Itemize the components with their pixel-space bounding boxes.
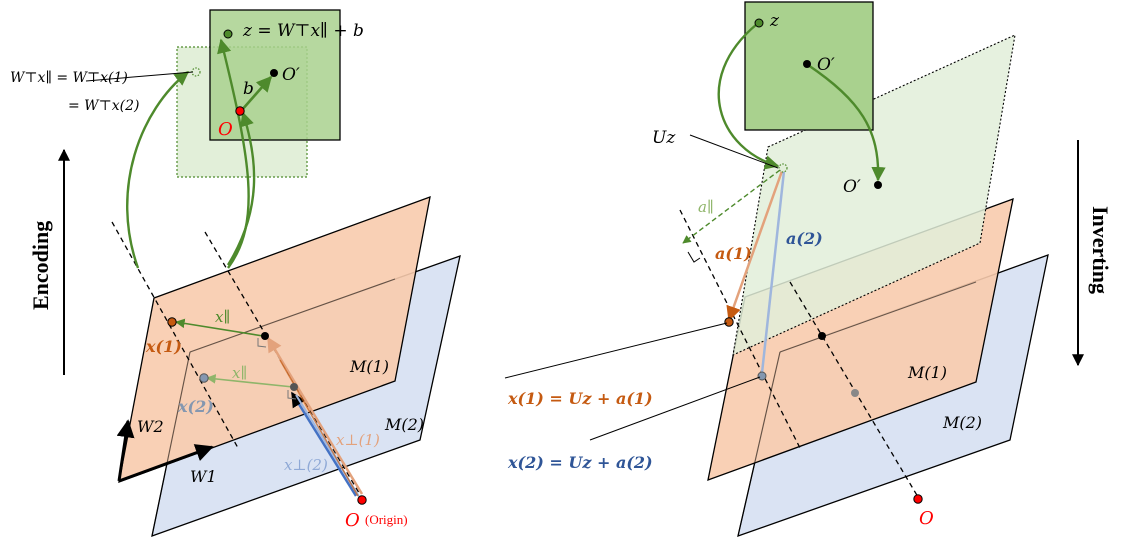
inv-z-label: z — [769, 11, 780, 31]
x-perp-1-vector — [266, 336, 364, 495]
inv-origin-prime-data — [874, 181, 882, 189]
inverting-panel: z O′ O′ Uz a∥ a(1) a(2) x(1) = Uz + a(1)… — [504, 1, 1113, 538]
inv-x1-point — [724, 317, 734, 327]
inv-manifold-1-label: M(1) — [907, 363, 947, 382]
inv-a2-label: a(2) — [786, 229, 823, 248]
origin-prime-point — [270, 69, 278, 77]
x1-label: x(1) — [145, 337, 182, 356]
latent-projection-point — [191, 67, 201, 77]
origin-note: (Origin) — [365, 512, 408, 527]
encode-curve-origin — [226, 111, 256, 266]
latent-origin-point — [235, 106, 245, 116]
inv-origin-point — [913, 494, 923, 504]
x-par-1-label: x∥ — [215, 308, 230, 326]
projection-equation-line2: = W⊤x(2) — [68, 98, 139, 114]
inv-proj-point-2 — [851, 389, 859, 397]
latent-equation: z = W⊤x∥ + b — [242, 21, 364, 41]
inv-origin-prime-data-label: O′ — [843, 177, 861, 197]
origin-prime-label: O′ — [282, 65, 300, 85]
x-par-2-label: x∥ — [232, 364, 247, 382]
encode-curve-2 — [217, 38, 250, 269]
inv-eq-x2: x(2) = Uz + a(2) — [507, 453, 653, 472]
x-par-2-vector — [206, 374, 294, 388]
inv-fiber-line-2 — [789, 281, 919, 498]
proj-point-2 — [290, 383, 298, 391]
z-point — [223, 29, 233, 39]
inv-latent-affine-plane — [732, 34, 1016, 356]
inv-proj-point-1 — [818, 332, 826, 340]
origin-point — [357, 495, 367, 505]
inv-manifold-2-label: M(2) — [942, 413, 982, 432]
inverting-label: Inverting — [1088, 206, 1113, 294]
inv-origin-label: O — [919, 508, 934, 529]
inv-origin-prime-latent — [803, 60, 811, 68]
x1-point — [167, 317, 177, 327]
manifold-1-label: M(1) — [349, 357, 389, 376]
inv-z-point — [754, 18, 764, 28]
origin-label: O — [345, 510, 360, 531]
projection-equation-line1: W⊤x∥ = W⊤x(1) — [10, 70, 128, 86]
x-perp-1-label: x⊥(1) — [336, 431, 380, 449]
x2-point — [199, 373, 209, 383]
a-par-vector — [682, 169, 781, 244]
x2-label: x(2) — [177, 397, 214, 416]
encoding-panel: z = W⊤x∥ + b W⊤x∥ = W⊤x(1) = W⊤x(2) O′ b… — [10, 9, 461, 538]
inv-a-par-label: a∥ — [698, 198, 714, 216]
w1-axis — [118, 444, 214, 483]
w2-label: W2 — [137, 417, 164, 436]
fiber-line-1 — [111, 221, 239, 449]
proj-point-1 — [261, 332, 269, 340]
inv-uz-point — [778, 163, 788, 173]
encode-curve-1 — [126, 71, 190, 269]
bias-label: b — [243, 79, 254, 99]
w2-axis — [116, 419, 135, 482]
encoding-label: Encoding — [28, 221, 53, 310]
inv-curve-z — [717, 23, 780, 170]
x-par-1-vector — [175, 318, 264, 337]
x-perp-2-vector — [290, 391, 358, 497]
x-perp-2-label: x⊥(2) — [284, 456, 328, 474]
a1-vector — [726, 170, 784, 322]
a2-vector — [760, 170, 786, 374]
w1-label: W1 — [190, 467, 217, 486]
bias-vector — [240, 75, 273, 112]
latent-origin-label: O — [218, 119, 233, 140]
inv-origin-prime-latent-label: O′ — [817, 55, 835, 75]
manifold-2-label: M(2) — [384, 415, 424, 434]
inv-curve-origin — [807, 64, 886, 182]
inv-uz-label: Uz — [652, 128, 676, 148]
inv-eq-x1: x(1) = Uz + a(1) — [507, 389, 653, 408]
inv-x2-point — [757, 371, 767, 381]
inv-a1-label: a(1) — [715, 244, 752, 263]
